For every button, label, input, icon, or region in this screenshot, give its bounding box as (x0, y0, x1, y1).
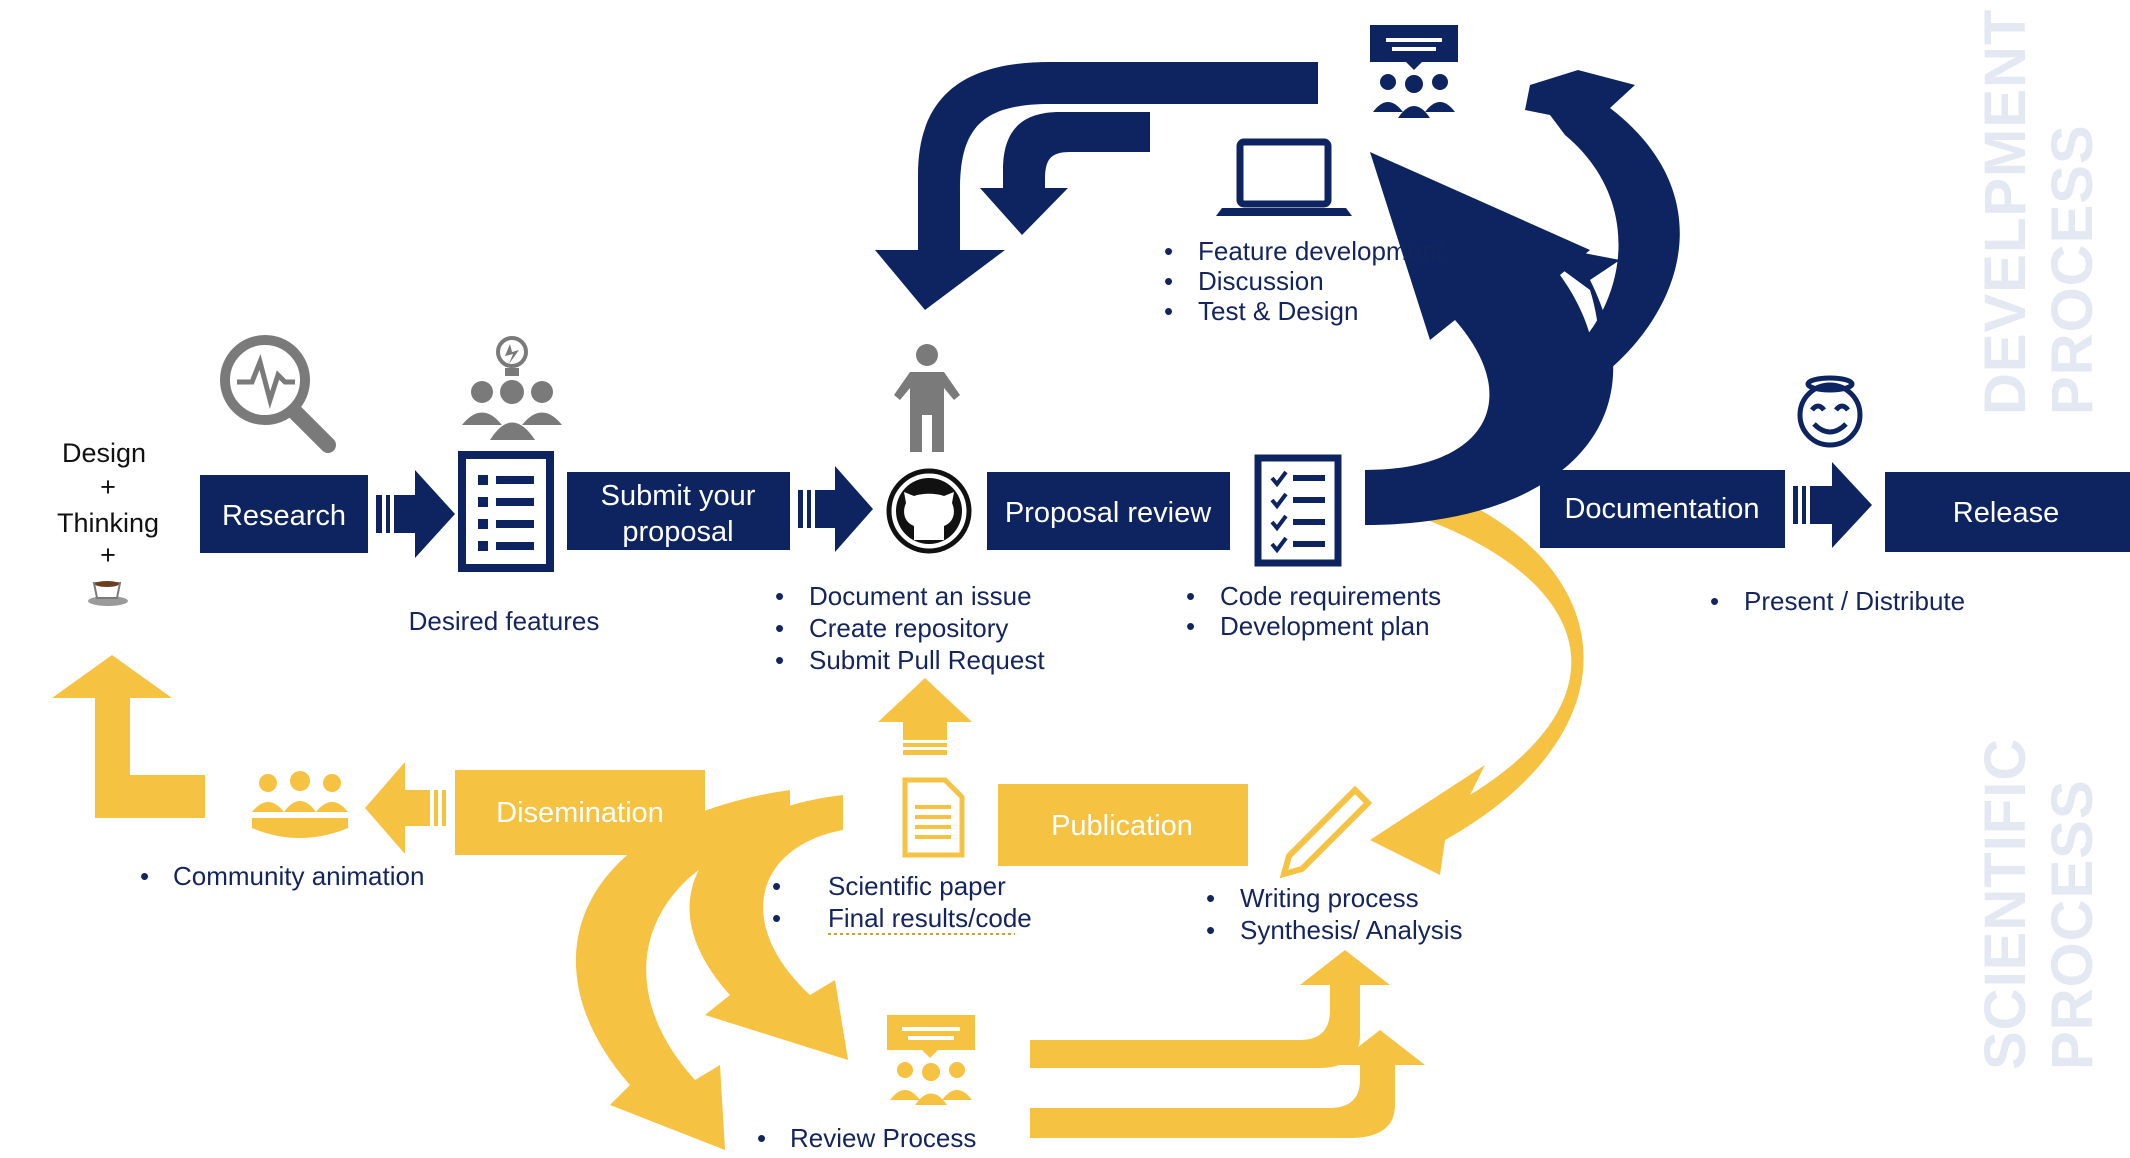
document-icon (902, 777, 965, 858)
documentation-box (1540, 470, 1785, 548)
arc-arrow-to-writing (1365, 478, 1584, 875)
bullet-mark: • (1186, 581, 1195, 611)
team-discussion-icon (1370, 25, 1458, 118)
bullet-discussion: Discussion (1198, 266, 1324, 296)
bullet-mark: • (775, 613, 784, 643)
team-idea-icon (462, 336, 562, 440)
bullet-writing-process: Writing process (1240, 883, 1419, 913)
magnifier-pulse-icon (220, 335, 336, 453)
bullet-community-animation: Community animation (173, 861, 424, 891)
bullet-test-design: Test & Design (1198, 296, 1358, 326)
bullet-feature-development: Feature development (1198, 236, 1444, 266)
community-bullets: • Community animation (140, 861, 424, 891)
side-label-development: DEVELPMENT PROCESS (1973, 9, 2105, 415)
github-bullets: • Document an issue • Create repository … (775, 581, 1045, 675)
bullet-mark: • (772, 903, 781, 933)
bullet-mark: • (1164, 236, 1173, 266)
checklist-icon (458, 451, 554, 572)
l-arrow-up-left (52, 655, 205, 818)
side-label-dev-line1: DEVELPMENT (1973, 9, 2038, 415)
bullet-document-issue: Document an issue (809, 581, 1032, 611)
dissemination-box (455, 770, 705, 855)
design-text: Design (62, 438, 146, 468)
back-arrow-short (980, 112, 1150, 235)
curve-arrow-outer (575, 790, 790, 1150)
angel-smiley-icon (1797, 375, 1863, 448)
bullet-mark: • (1206, 883, 1215, 913)
submit-label-line1: Submit your (601, 480, 756, 512)
bullet-mark: • (775, 581, 784, 611)
bullet-mark: • (772, 871, 781, 901)
pencil-icon (1279, 785, 1373, 879)
research-label: Research (222, 500, 346, 532)
start-text: Design + Thinking + (57, 438, 159, 570)
code-bullets: • Code requirements • Development plan (1186, 581, 1441, 641)
boxes: Research Submit your proposal Proposal r… (200, 470, 2130, 866)
submit-proposal-box (567, 472, 790, 550)
laptop-icon (1216, 138, 1352, 216)
loop-arrow-to-discussion (1525, 70, 1680, 395)
coffee-cup-icon (88, 581, 128, 606)
gold-arrows (52, 478, 1584, 1150)
arrow-up-to-github (878, 678, 972, 755)
release-bullets: • Present / Distribute (1710, 586, 1965, 616)
person-icon (894, 344, 960, 452)
dissemination-label: Disemination (496, 797, 664, 829)
bullet-mark: • (1164, 266, 1173, 296)
community-group-icon (252, 771, 348, 838)
bullet-scientific-paper: Scientific paper (828, 871, 1006, 901)
bullet-mark: • (1710, 586, 1719, 616)
release-box (1885, 472, 2130, 552)
thinking-text: Thinking (57, 508, 159, 538)
bullet-code-requirements: Code requirements (1220, 581, 1441, 611)
publication-box (998, 784, 1248, 866)
bullet-mark: • (1206, 915, 1215, 945)
bullet-mark: • (1186, 611, 1195, 641)
publication-label: Publication (1051, 810, 1193, 842)
github-icon (886, 468, 972, 554)
back-arrow-to-github (875, 62, 1318, 310)
bullet-mark: • (140, 861, 149, 891)
review-discussion-icon (887, 1015, 975, 1105)
side-label-scientific: SCIENTIFIC PROCESS (1973, 738, 2105, 1070)
proposal-review-box (987, 472, 1230, 550)
bullet-create-repository: Create repository (809, 613, 1008, 643)
arrow-review-to-writing-2 (1030, 1030, 1425, 1138)
bullet-mark: • (757, 1123, 766, 1153)
arrow-research-to-features (376, 470, 455, 558)
bullet-mark: • (1164, 296, 1173, 326)
striped-arrows (376, 462, 1872, 558)
bullet-present-distribute: Present / Distribute (1744, 586, 1965, 616)
review-bullets: • Review Process (757, 1123, 976, 1153)
release-label: Release (1953, 497, 2059, 529)
submit-label-line2: proposal (622, 516, 733, 548)
research-box (200, 475, 368, 553)
side-label-sci-line1: SCIENTIFIC (1973, 738, 2038, 1070)
documentation-label: Documentation (1564, 493, 1759, 525)
arrow-doc-to-release (1793, 462, 1872, 548)
bullet-final-results: Final results/code (828, 903, 1032, 933)
side-label-sci-line2: PROCESS (2040, 779, 2105, 1070)
arrow-submit-to-github (798, 466, 873, 552)
desired-features-label: Desired features (409, 606, 600, 636)
check-list-icon (1254, 454, 1342, 567)
bullet-submit-pr: Submit Pull Request (809, 645, 1045, 675)
bullet-review-process: Review Process (790, 1123, 976, 1153)
bullet-mark: • (775, 645, 784, 675)
side-label-dev-line2: PROCESS (2040, 124, 2105, 415)
arrow-review-to-writing-1 (1030, 950, 1390, 1068)
navy-arrows (875, 62, 1680, 525)
plus-text-2: + (100, 540, 116, 570)
bullet-synthesis-analysis: Synthesis/ Analysis (1240, 915, 1463, 945)
loop-arrow-head-laptop (1365, 152, 1596, 525)
paper-bullets: • Scientific paper • Final results/code (772, 871, 1032, 935)
curve-arrow-to-review (689, 795, 848, 1060)
proposal-review-label: Proposal review (1005, 497, 1212, 529)
dev-bullets: • Feature development • Discussion • Tes… (1164, 236, 1444, 326)
bullet-development-plan: Development plan (1220, 611, 1430, 641)
arrow-to-community (365, 762, 446, 854)
plus-text-1: + (100, 472, 116, 502)
writing-bullets: • Writing process • Synthesis/ Analysis (1206, 883, 1463, 945)
